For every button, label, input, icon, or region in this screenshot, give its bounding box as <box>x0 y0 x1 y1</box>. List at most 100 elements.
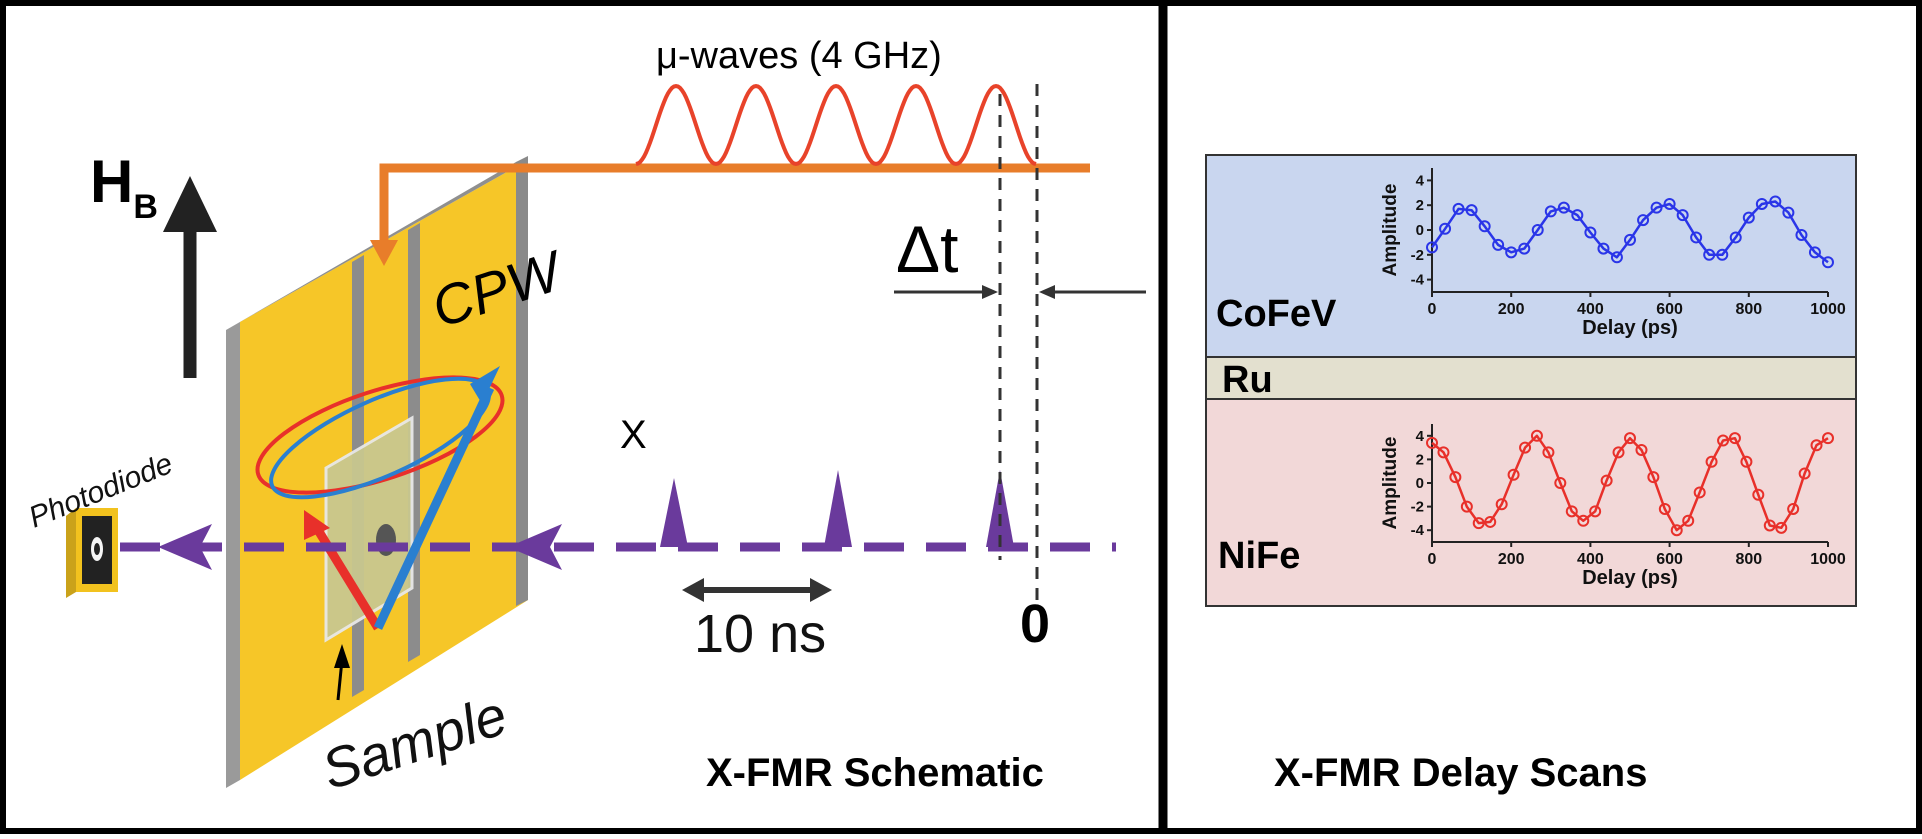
schematic-caption: X-FMR Schematic <box>706 751 1044 795</box>
layer-bottom-band <box>1205 398 1857 607</box>
data-point <box>1663 197 1676 210</box>
x-tick-label: 600 <box>1656 551 1683 568</box>
data-point <box>1624 233 1636 246</box>
magnetization-vector-blue-head <box>470 366 500 404</box>
data-point <box>1650 201 1663 214</box>
data-point <box>1610 251 1623 264</box>
x-tick-label: 800 <box>1735 551 1762 568</box>
layer-top-label: CoFeV <box>1216 293 1337 335</box>
x-tick-label: 200 <box>1498 551 1525 568</box>
y-tick-label: -4 <box>1411 272 1425 289</box>
data-point <box>1705 455 1718 468</box>
x-tick-label: 0 <box>1428 551 1437 568</box>
xray-beam-arrow-left <box>158 524 212 570</box>
data-point <box>1542 446 1555 459</box>
photodiode-side <box>66 508 76 598</box>
data-point <box>1530 429 1543 442</box>
microwave-wave <box>635 83 1037 167</box>
layer-spacer-label: Ru <box>1222 359 1273 401</box>
data-point <box>1822 256 1834 269</box>
y-tick-label: -2 <box>1411 499 1424 516</box>
y-tick-label: 4 <box>1416 428 1425 445</box>
data-point <box>1554 477 1567 489</box>
spacing-arrow-right <box>810 578 832 602</box>
data-point <box>1810 439 1823 452</box>
xray-pulse <box>824 470 852 547</box>
data-point <box>1492 238 1505 251</box>
y-tick-label: 0 <box>1416 222 1424 239</box>
data-point <box>1742 211 1755 224</box>
data-point <box>1676 209 1689 222</box>
data-point <box>1717 434 1730 447</box>
series-line <box>1430 200 1829 264</box>
y-tick-label: -2 <box>1411 247 1424 264</box>
data-point <box>1597 242 1610 255</box>
data-point <box>1426 241 1438 254</box>
data-point <box>1439 222 1452 235</box>
x-tick-label: 1000 <box>1810 301 1846 318</box>
data-point <box>1740 455 1753 468</box>
data-point <box>1472 517 1485 530</box>
data-point <box>1658 502 1671 515</box>
x-tick-label: 1000 <box>1810 551 1846 568</box>
scans-caption: X-FMR Delay Scans <box>1274 751 1647 795</box>
y-tick-label: 2 <box>1416 197 1424 214</box>
field-arrow-head <box>163 176 217 232</box>
x-axis-label: Delay (ps) <box>1582 317 1678 339</box>
data-point <box>1478 220 1491 233</box>
data-point <box>1787 502 1800 515</box>
data-point <box>1437 446 1450 459</box>
data-point <box>1584 226 1597 239</box>
data-point <box>1589 505 1602 518</box>
data-point <box>1716 248 1729 261</box>
data-point <box>1518 242 1531 255</box>
delay-arrow-left-head <box>982 285 998 299</box>
data-point <box>1571 209 1584 222</box>
y-tick-label: -4 <box>1411 522 1425 539</box>
series-line <box>1431 434 1829 532</box>
y-tick-label: 4 <box>1416 172 1425 189</box>
field-label: HB <box>90 148 158 226</box>
data-point <box>1460 500 1473 513</box>
data-point <box>1670 524 1683 537</box>
data-point <box>1637 214 1650 227</box>
spacing-arrow-left <box>682 578 704 602</box>
data-point <box>1755 197 1768 210</box>
y-tick-label: 2 <box>1416 451 1424 468</box>
schematic-panel: HB CPW Sample Photodiode <box>24 35 1146 801</box>
microwave-label: μ-waves (4 GHz) <box>656 35 942 77</box>
y-tick-label: 0 <box>1416 475 1424 492</box>
layer-top-band <box>1205 154 1857 358</box>
data-point <box>1798 467 1811 480</box>
data-point <box>1729 231 1742 244</box>
layer-spacer-band <box>1205 356 1857 400</box>
x-tick-label: 800 <box>1735 301 1762 318</box>
magnetization-vector-red-head <box>304 510 330 540</box>
data-point <box>1728 432 1741 445</box>
data-point <box>1795 228 1808 241</box>
data-point <box>1452 202 1465 215</box>
y-axis-label: Amplitude <box>1380 184 1401 277</box>
data-point <box>1505 246 1518 259</box>
precession-ellipse-red <box>255 375 505 495</box>
delay-label: Δt <box>896 212 958 286</box>
x-axis-label: Delay (ps) <box>1582 567 1678 589</box>
x-tick-label: 400 <box>1577 301 1604 318</box>
data-point <box>1775 521 1788 534</box>
data-point <box>1647 471 1660 484</box>
spacing-label: 10 ns <box>694 604 826 664</box>
data-point <box>1577 514 1590 527</box>
data-point <box>1600 474 1613 487</box>
xray-pulse <box>986 470 1014 547</box>
data-point <box>1635 443 1648 456</box>
data-point <box>1565 505 1578 518</box>
data-point <box>1544 205 1557 218</box>
cpw-board-edge <box>226 322 240 788</box>
data-point <box>1557 201 1570 214</box>
data-point <box>1465 204 1478 217</box>
data-point <box>1822 432 1834 445</box>
xray-pulse <box>660 478 688 547</box>
